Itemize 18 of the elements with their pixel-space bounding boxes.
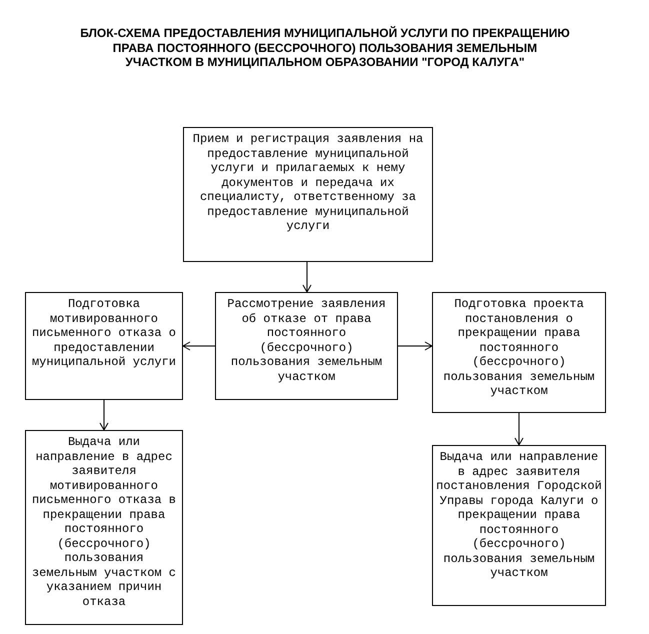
arrow — [398, 342, 432, 350]
arrow — [302, 262, 312, 292]
process-box — [25, 292, 183, 400]
process-box — [25, 430, 183, 625]
process-box — [215, 292, 398, 400]
process-box — [432, 445, 606, 606]
process-box — [432, 292, 606, 413]
arrow — [182, 342, 216, 350]
box-text: Подготовка мотивированного письменного отказа о предоставлении муниципальной услуги — [30, 297, 178, 370]
box-text: Выдача или направление в адрес заявителя постановления Городской Управы города Калуги о прекращении права постоянного (бессрочного) пользования земельным участком — [436, 450, 602, 580]
arrow — [100, 400, 108, 430]
arrow — [514, 412, 524, 446]
box-text: Рассмотрение заявления об отказе от права постоянного (бессрочного) пользования земельным участком — [226, 297, 387, 384]
process-box — [183, 127, 433, 262]
box-text: Прием и регистрация заявления на предоставление муниципальной услуги и прилагаемых к нему документов и передача их специалисту, ответственному за предоставление муниципальной услуги — [192, 132, 424, 234]
box-text: Выдача или направление в адрес заявителя мотивированного письменного отказа в прекращении права постоянного (бессрочного) пользования земельным участком с указанием причин отказа — [30, 435, 178, 609]
diagram-title: БЛОК-СХЕМА ПРЕДОСТАВЛЕНИЯ МУНИЦИПАЛЬНОЙ УСЛУГИ ПО ПРЕКРАЩЕНИЮ ПРАВА ПОСТОЯННОГО (БЕССРОЧНОГО) ПОЛЬЗОВАНИЯ ЗЕМЕЛЬНЫМ УЧАСТКОМ В МУНИЦИПАЛЬНОМ ОБРАЗОВАНИИ "ГОРОД КАЛУГА" — [80, 26, 570, 70]
box-text: Подготовка проекта постановления о прекращении права постоянного (бессрочного) пользования земельным участком — [442, 297, 596, 398]
